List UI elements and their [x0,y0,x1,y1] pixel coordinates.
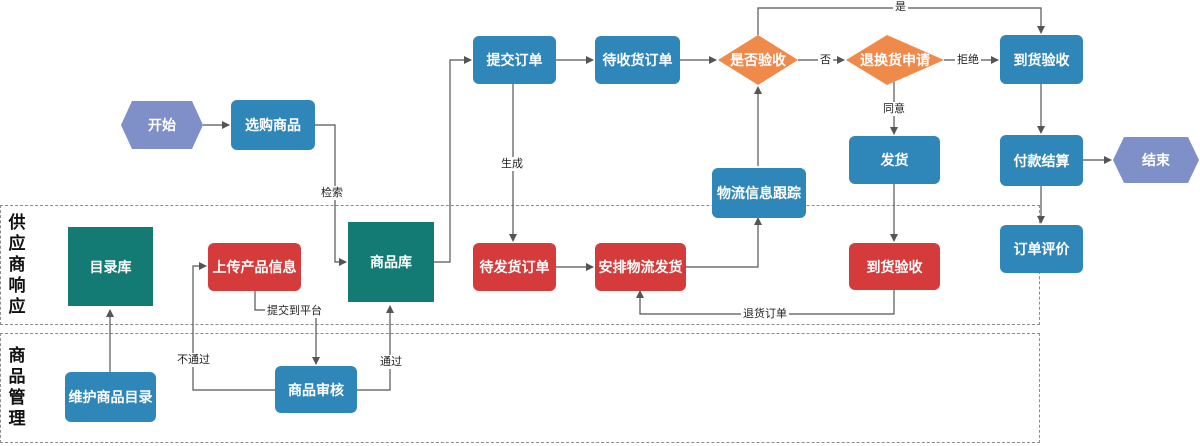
edge-arrange-tracking [683,217,762,268]
end-shape [1113,137,1199,183]
payment-settle-node: 付款结算 [1000,135,1083,186]
arrival-inspect-top-node: 到货验收 [1000,35,1083,84]
lane-title-char: 应 [8,296,26,317]
edge-label-search: 检索 [319,186,345,200]
decision-inspect-label: 是否验收 [730,53,786,69]
lane-title-char: 供 [8,212,26,233]
edge-label-generate: 生成 [499,157,525,171]
lane-title-char: 响 [8,275,26,296]
edge-label-reject: 拒绝 [955,53,981,67]
start-shape [121,101,203,149]
ship-node: 发货 [849,136,940,184]
start-label: 开始 [148,118,176,134]
edge-review-upload-reject [192,262,275,391]
end-label: 结束 [1142,153,1170,169]
edge-label-return-order: 退货订单 [741,307,789,321]
maintain-catalog-node: 维护商品目录 [65,372,156,422]
goods-review-node: 商品审核 [275,366,357,413]
goods-library-node: 商品库 [348,222,434,302]
edge-upload-review [254,291,320,365]
edge-review-library [357,305,394,391]
arrange-logistics-node: 安排物流发货 [595,243,686,291]
lane-title-char: 理 [8,409,26,429]
decision-return-shape [846,35,944,85]
upload-product-info-node: 上传产品信息 [208,243,301,291]
lane-goods [0,333,1040,443]
logistics-tracking-node: 物流信息跟踪 [712,168,806,218]
lane-title-goods: 商品管理 [0,335,34,441]
decision-return-label: 退换货申请 [860,53,930,69]
pending-ship-order-node: 待发货订单 [473,243,556,291]
pending-receive-order-node: 待收货订单 [595,36,680,84]
catalog-library-node: 目录库 [68,227,153,306]
edge-label-passed: 通过 [378,355,404,369]
select-goods-node: 选购商品 [231,100,315,150]
lane-title-char: 商 [8,254,26,275]
edge-label-no: 否 [818,53,833,67]
edge-label-submit-to-platform: 提交到平台 [265,304,324,318]
submit-order-node: 提交订单 [473,36,556,84]
edge-label-not-passed: 不通过 [175,353,212,367]
edge-library-submit [434,56,472,263]
lane-title-supply: 供应商响应 [0,207,34,323]
lane-title-char: 应 [8,233,26,254]
lane-title-char: 品 [8,367,26,387]
lane-title-char: 商 [8,346,26,366]
order-review-node: 订单评价 [1000,225,1083,273]
edge-label-yes: 是 [893,0,908,14]
decision-inspect-shape [718,35,798,85]
lane-title-char: 管 [8,388,26,408]
edge-label-agree: 同意 [881,102,907,116]
arrival-inspect-bottom-node: 到货验收 [849,243,940,290]
